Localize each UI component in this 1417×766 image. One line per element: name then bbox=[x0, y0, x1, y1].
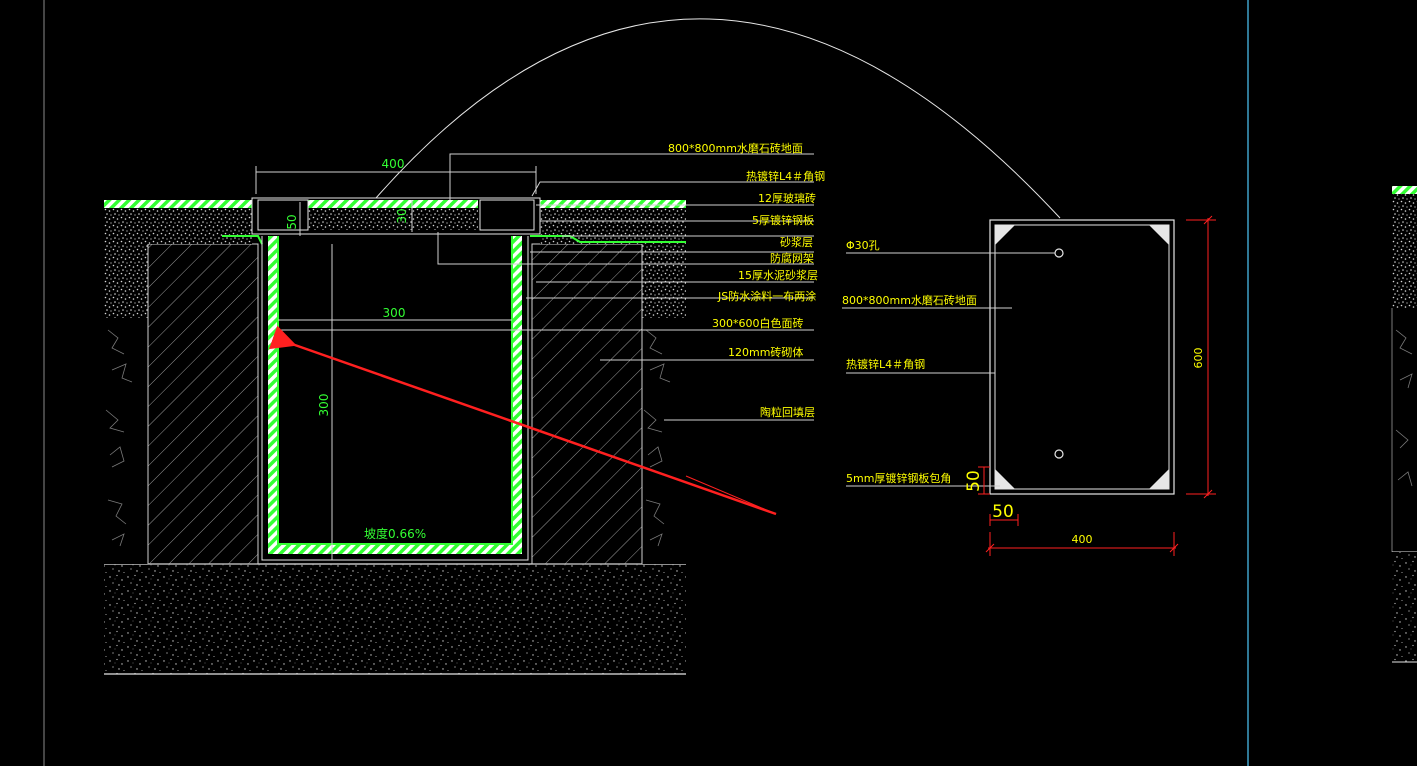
corner-guard-tr bbox=[1149, 225, 1169, 245]
screed-layer-right bbox=[540, 208, 686, 244]
base-gravel-layer bbox=[104, 564, 686, 674]
plan-dim-width-text: 400 bbox=[1072, 533, 1093, 546]
plan-callout-hole: Φ30孔 bbox=[846, 239, 880, 252]
angle-steel-right bbox=[479, 199, 535, 231]
membrane-right-top bbox=[530, 235, 686, 243]
callout-white-tile: 300*600白色面砖 bbox=[712, 316, 804, 330]
callout-cement-mortar: 15厚水泥砂浆层 bbox=[738, 268, 818, 282]
tile-lining-right bbox=[512, 236, 522, 544]
cover-slab bbox=[308, 208, 478, 230]
screed-layer-left bbox=[104, 208, 252, 244]
cover-plan: Φ30孔 800*800mm水磨石砖地面 热镀锌L4＃角钢 5mm厚镀锌钢板包角… bbox=[842, 215, 1216, 556]
slope-label: 坡度0.66% bbox=[364, 526, 426, 541]
dim-inner-width: 300 bbox=[383, 306, 406, 320]
corner-guard-br bbox=[1149, 469, 1169, 489]
callout-mortar-layer: 砂浆层 bbox=[780, 235, 813, 249]
floor-finish-right bbox=[540, 200, 686, 208]
angle-steel-left bbox=[257, 199, 309, 231]
plan-callout-corner-plate: 5mm厚镀锌钢板包角 bbox=[846, 471, 951, 485]
callout-brick-masonry: 120mm砖砌体 bbox=[728, 345, 803, 359]
callout-glass-brick: 12厚玻璃砖 bbox=[758, 191, 816, 205]
dim-cover-thickness: 50 bbox=[285, 214, 299, 229]
membrane-left-top bbox=[222, 235, 263, 245]
floor-finish-cover bbox=[308, 200, 478, 208]
annotation-arrow-tail bbox=[685, 475, 777, 515]
trench-section: 400 50 30 300 300 坡度0.66% bbox=[104, 141, 825, 675]
plan-dim-height bbox=[1186, 215, 1216, 499]
dim-frame-depth: 30 bbox=[395, 208, 409, 223]
plan-leaders bbox=[842, 252, 1055, 487]
dim-vertical-small bbox=[299, 200, 413, 236]
plan-dim-height-text: 600 bbox=[1192, 348, 1205, 369]
dim-cover-width-text: 400 bbox=[382, 157, 405, 171]
floor-finish-left bbox=[104, 200, 252, 208]
connection-arc bbox=[375, 18, 1061, 219]
channel-outer-edge bbox=[261, 236, 529, 561]
brick-wall-left bbox=[147, 243, 259, 565]
tile-lining-bottom bbox=[268, 544, 522, 554]
corner-guard-tl bbox=[995, 225, 1015, 245]
channel-inner-edge bbox=[277, 236, 513, 545]
adjacent-drawing-fragment bbox=[1391, 186, 1417, 663]
backfill-left bbox=[104, 318, 148, 564]
backfill-texture bbox=[105, 329, 671, 547]
plan-dim-corner bbox=[978, 466, 1019, 526]
plan-callout-angle-steel: 热镀锌L4＃角钢 bbox=[846, 357, 925, 371]
callout-js-waterproof: JS防水涂料一布两涂 bbox=[717, 289, 816, 303]
corner-guard-bl bbox=[995, 469, 1015, 489]
callout-anticorrosion-mesh: 防腐网架 bbox=[770, 251, 814, 265]
lift-hole-top bbox=[1054, 248, 1064, 258]
callout-angle-steel: 热镀锌L4＃角钢 bbox=[746, 169, 825, 183]
plan-dim-corner-h: 50 bbox=[992, 502, 1014, 522]
annotation-arrow bbox=[268, 325, 777, 516]
callout-ceramsite-backfill: 陶粒回填层 bbox=[760, 405, 815, 419]
tile-lining-left bbox=[268, 236, 278, 544]
gravel-block-left bbox=[104, 244, 148, 318]
callout-steel-plate: 5厚镀锌钢板 bbox=[752, 213, 814, 227]
cover-frame bbox=[251, 197, 541, 235]
plan-dim-corner-v: 50 bbox=[964, 470, 984, 492]
brick-wall-right bbox=[531, 243, 643, 565]
section-leaders bbox=[278, 153, 814, 421]
backfill-right bbox=[642, 318, 686, 564]
plan-inner-frame bbox=[994, 224, 1170, 490]
plan-dim-width bbox=[985, 532, 1179, 556]
dim-inner-depth: 300 bbox=[317, 394, 331, 417]
callout-terrazzo-floor: 800*800mm水磨石砖地面 bbox=[668, 141, 803, 155]
lift-hole-bottom bbox=[1054, 449, 1064, 459]
gravel-block-right bbox=[642, 244, 686, 318]
plan-outer-frame bbox=[989, 219, 1175, 495]
plan-callout-terrazzo: 800*800mm水磨石砖地面 bbox=[842, 293, 977, 307]
